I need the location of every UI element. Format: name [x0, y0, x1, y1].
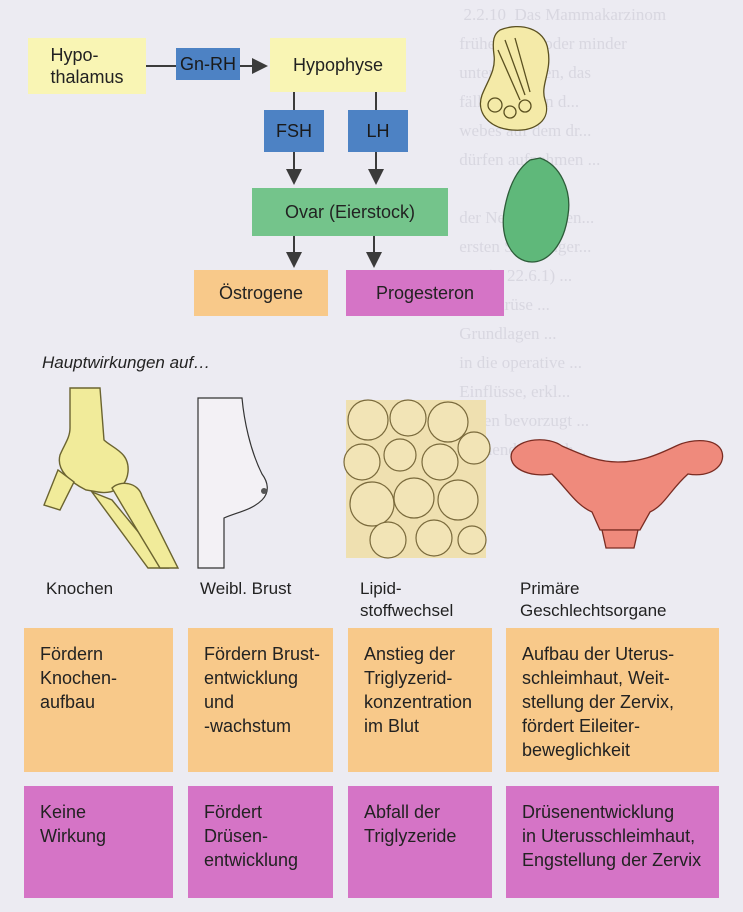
lh-box: LH	[348, 110, 408, 152]
progesteron-label: Progesteron	[376, 282, 474, 305]
oestrogene-box: Östrogene	[194, 270, 328, 316]
progesteron-effect-organe: Drüsenentwicklung in Uterusschleimhaut, …	[506, 786, 719, 898]
flow-arrows	[146, 66, 376, 266]
hypophyse-label: Hypophyse	[293, 54, 383, 77]
oestrogen-effect-lipid: Anstieg der Triglyzerid- konzentration i…	[348, 628, 492, 772]
effects-heading: Hauptwirkungen auf…	[42, 353, 210, 373]
pituitary-illustration	[480, 27, 548, 131]
oestrogen-effect-knochen: Fördern Knochen- aufbau	[24, 628, 173, 772]
progesteron-effect-lipid: Abfall der Triglyzeride	[348, 786, 492, 898]
caption-lipid: Lipid- stoffwechsel	[360, 578, 453, 622]
oestrogen-effect-organe: Aufbau der Uterus- schleimhaut, Weit- st…	[506, 628, 719, 772]
uterus-illustration	[511, 440, 723, 548]
caption-knochen: Knochen	[46, 578, 113, 600]
ovary-illustration	[503, 158, 569, 262]
fsh-box: FSH	[264, 110, 324, 152]
hypophyse-box: Hypophyse	[270, 38, 406, 92]
gnrh-label: Gn-RH	[180, 53, 236, 76]
gnrh-box: Gn-RH	[176, 48, 240, 80]
bone-illustration	[44, 388, 178, 568]
hypothalamus-box: Hypo- thalamus	[28, 38, 146, 94]
progesteron-box: Progesteron	[346, 270, 504, 316]
progesteron-effect-brust: Fördert Drüsen- entwicklung	[188, 786, 333, 898]
lh-label: LH	[366, 120, 389, 143]
oestrogen-effect-brust: Fördern Brust- entwicklung und -wachstum	[188, 628, 333, 772]
ovar-label: Ovar (Eierstock)	[285, 201, 415, 224]
progesteron-effect-knochen: Keine Wirkung	[24, 786, 173, 898]
fat-tissue-illustration	[344, 400, 490, 558]
ovar-box: Ovar (Eierstock)	[252, 188, 448, 236]
fsh-label: FSH	[276, 120, 312, 143]
breast-illustration	[198, 398, 267, 568]
caption-brust: Weibl. Brust	[200, 578, 291, 600]
hypothalamus-label: Hypo- thalamus	[50, 44, 123, 89]
oestrogene-label: Östrogene	[219, 282, 303, 305]
caption-organe: Primäre Geschlechtsorgane	[520, 578, 666, 622]
